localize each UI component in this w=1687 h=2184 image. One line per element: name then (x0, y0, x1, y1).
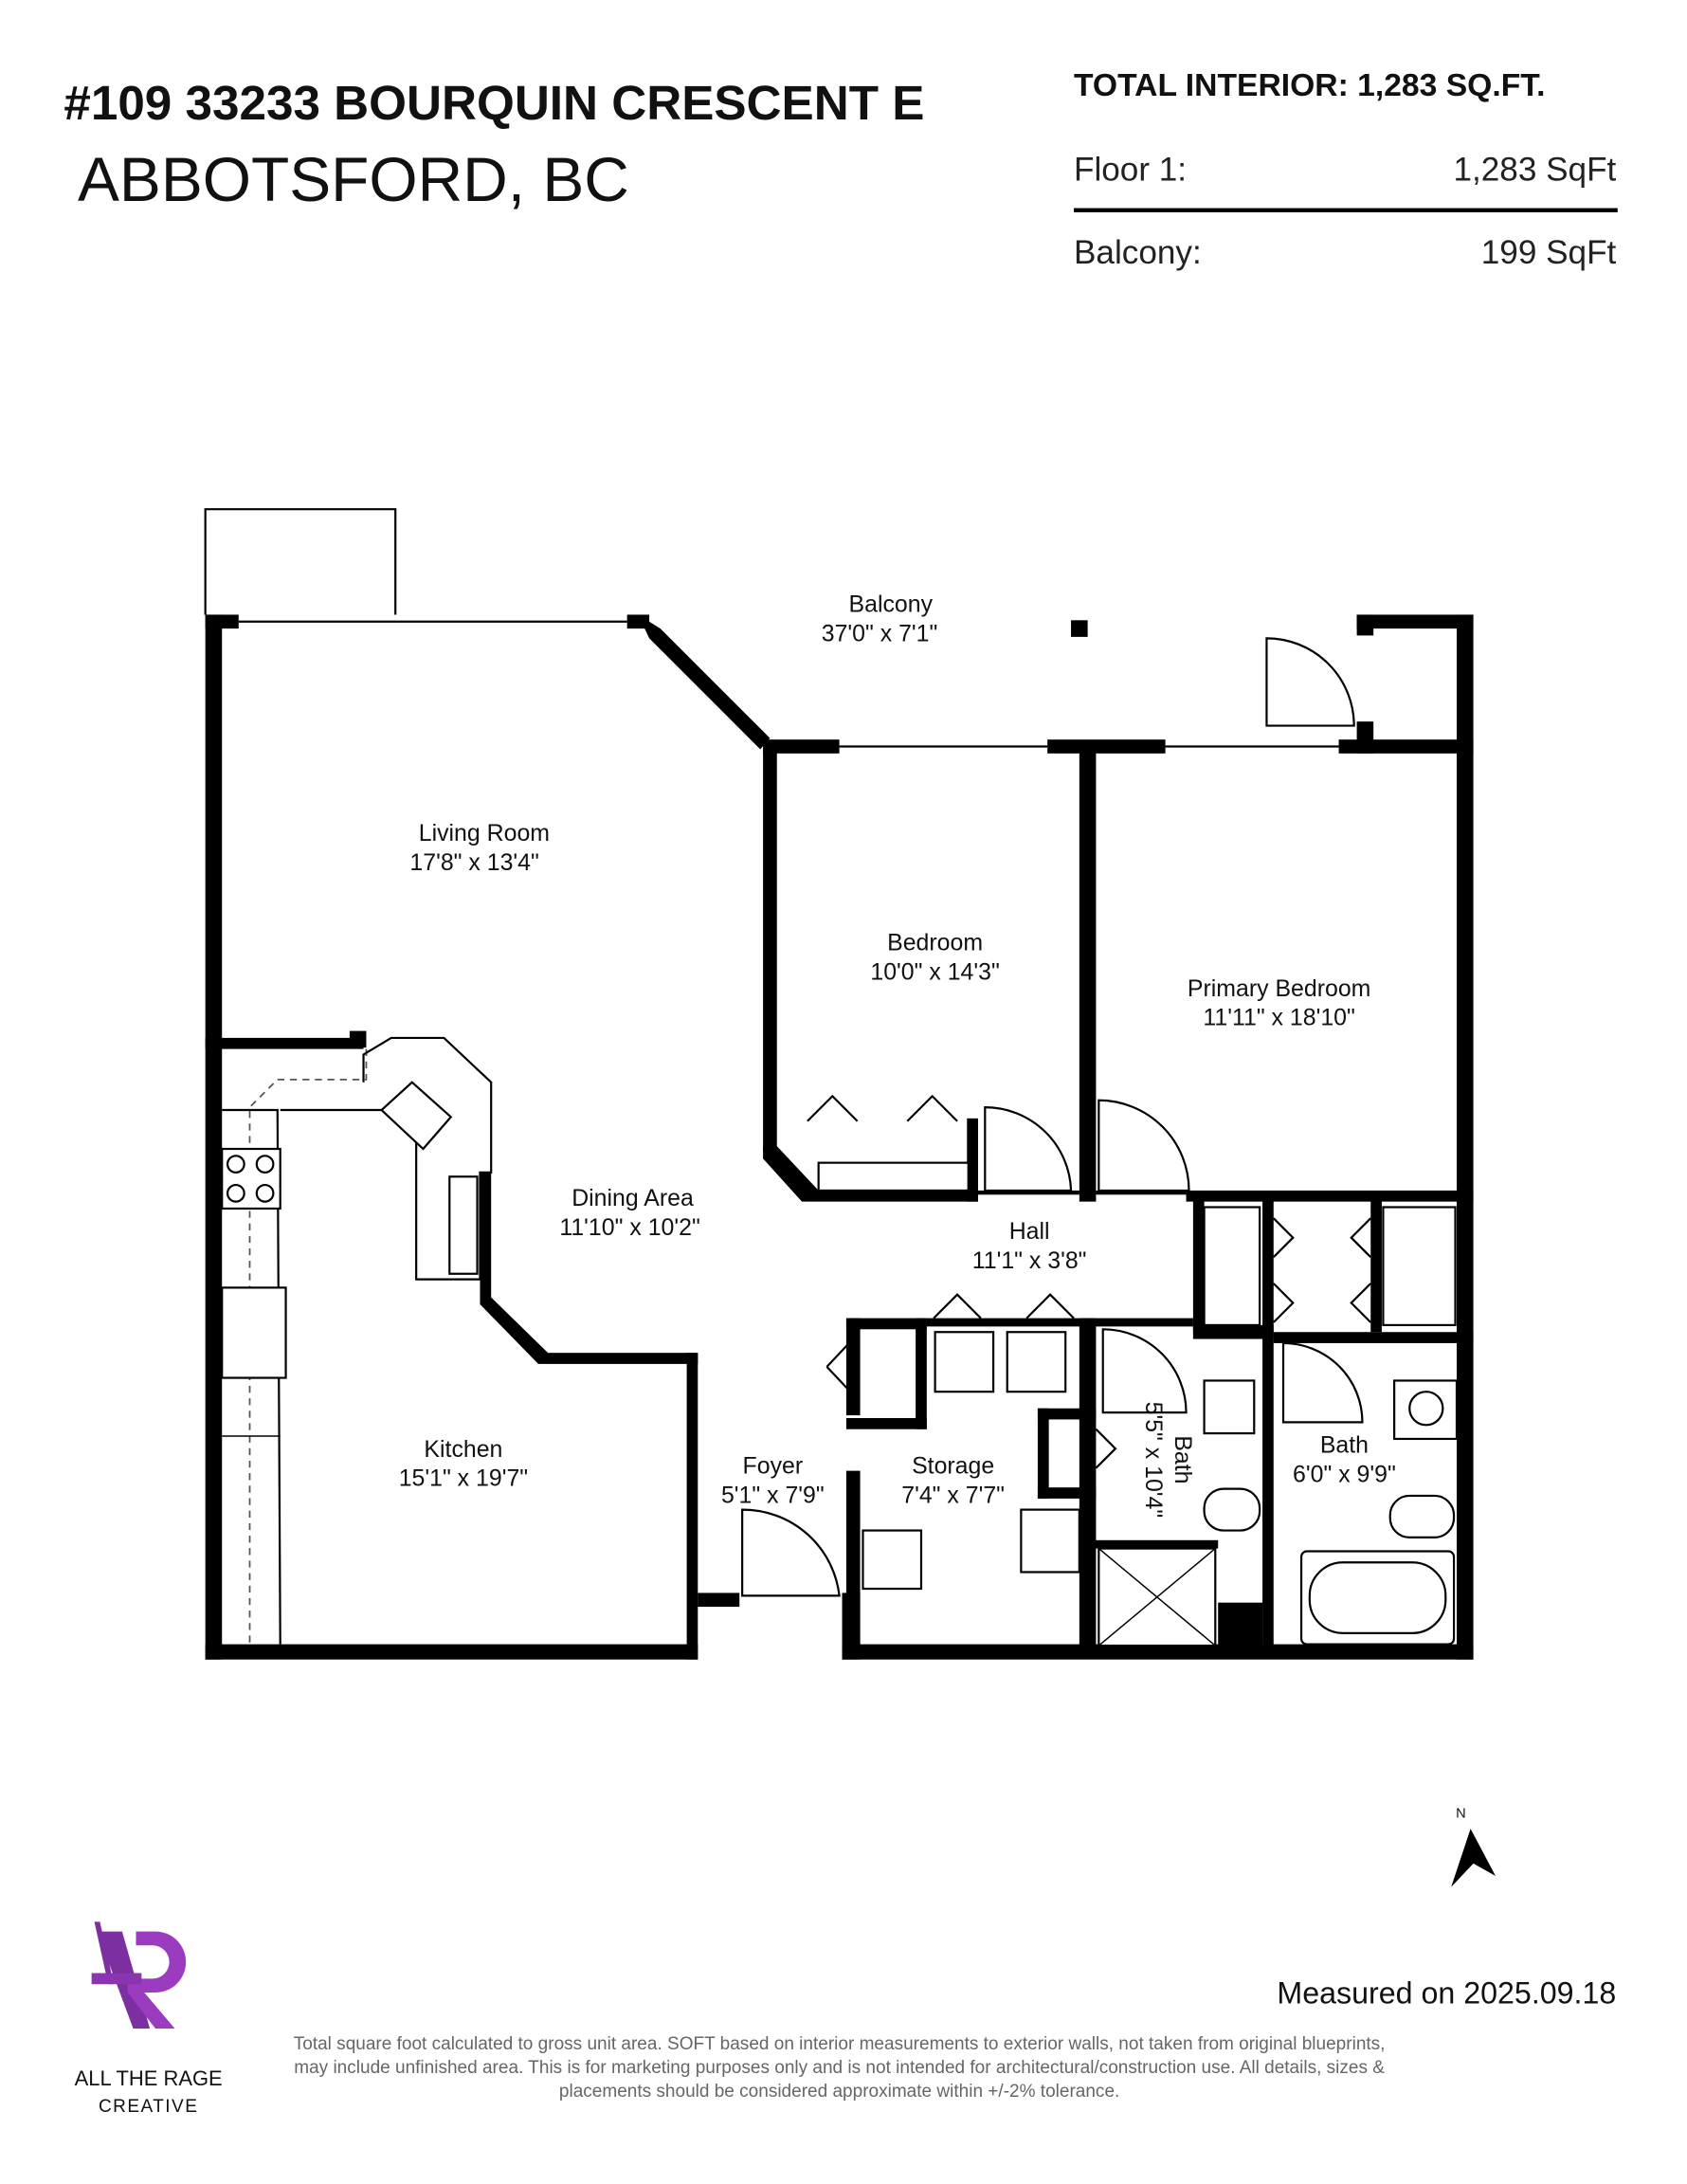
room-name-dining: Dining Area (571, 1185, 694, 1211)
total-interior: TOTAL INTERIOR: 1,283 SQ.FT. (1074, 68, 1545, 103)
floor-value: 1,283 SqFt (1453, 151, 1616, 188)
room-name-bath-1: Bath (1170, 1435, 1196, 1483)
room-name-balcony: Balcony (849, 592, 934, 618)
room-dims-bedroom: 10'0" x 14'3" (870, 958, 999, 985)
measured-date: Measured on 2025.09.18 (1277, 1976, 1616, 2011)
svg-text:N: N (1456, 1807, 1466, 1822)
logo-line-1: ALL THE RAGE (75, 2066, 223, 2090)
room-dims-primary: 11'11" x 18'10" (1203, 1005, 1354, 1031)
room-dims-storage: 7'4" x 7'7" (901, 1482, 1005, 1508)
balcony-value: 199 SqFt (1481, 234, 1617, 271)
room-dims-balcony: 37'0" x 7'1" (822, 620, 938, 646)
room-name-living: Living Room (419, 820, 550, 846)
balcony-outline (204, 508, 397, 615)
room-name-bath-2: Bath (1320, 1432, 1369, 1459)
room-name-primary: Primary Bedroom (1188, 975, 1371, 1002)
property-city: ABBOTSFORD, BC (78, 144, 629, 214)
room-name-bedroom: Bedroom (887, 930, 983, 956)
room-name-foyer: Foyer (743, 1453, 804, 1480)
room-dims-living: 17'8" x 13'4" (409, 849, 538, 876)
north-arrow-icon: N (1451, 1807, 1496, 1887)
room-labels: Balcony 37'0" x 7'1" Living Room 17'8" x… (399, 592, 1396, 1519)
disclaimer-line-1: Total square foot calculated to gross un… (294, 2034, 1386, 2054)
room-dims-foyer: 5'1" x 7'9" (721, 1482, 825, 1508)
room-dims-hall: 11'1" x 3'8" (972, 1247, 1087, 1274)
floor-plan (204, 508, 1474, 1660)
room-dims-bath-2: 6'0" x 9'9" (1293, 1461, 1396, 1487)
divider (1073, 208, 1618, 212)
room-name-hall: Hall (1009, 1218, 1050, 1245)
balcony-label: Balcony: (1074, 234, 1202, 271)
disclaimer-line-3: placements should be considered approxim… (559, 2082, 1119, 2102)
company-logo: ALL THE RAGE CREATIVE (75, 1921, 223, 2117)
property-address: #109 33233 BOURQUIN CRESCENT E (63, 76, 924, 130)
logo-line-2: CREATIVE (99, 2097, 198, 2117)
floor-label: Floor 1: (1074, 151, 1187, 188)
sink-icon (379, 1081, 453, 1151)
room-name-storage: Storage (912, 1453, 994, 1480)
room-name-kitchen: Kitchen (424, 1436, 502, 1463)
disclaimer-line-2: may include unfinished area. This is for… (294, 2058, 1385, 2078)
room-dims-kitchen: 15'1" x 19'7" (399, 1465, 528, 1492)
room-dims-bath-1: 5'5" x 10'4" (1140, 1402, 1167, 1519)
room-dims-dining: 11'10" x 10'2" (559, 1214, 699, 1241)
